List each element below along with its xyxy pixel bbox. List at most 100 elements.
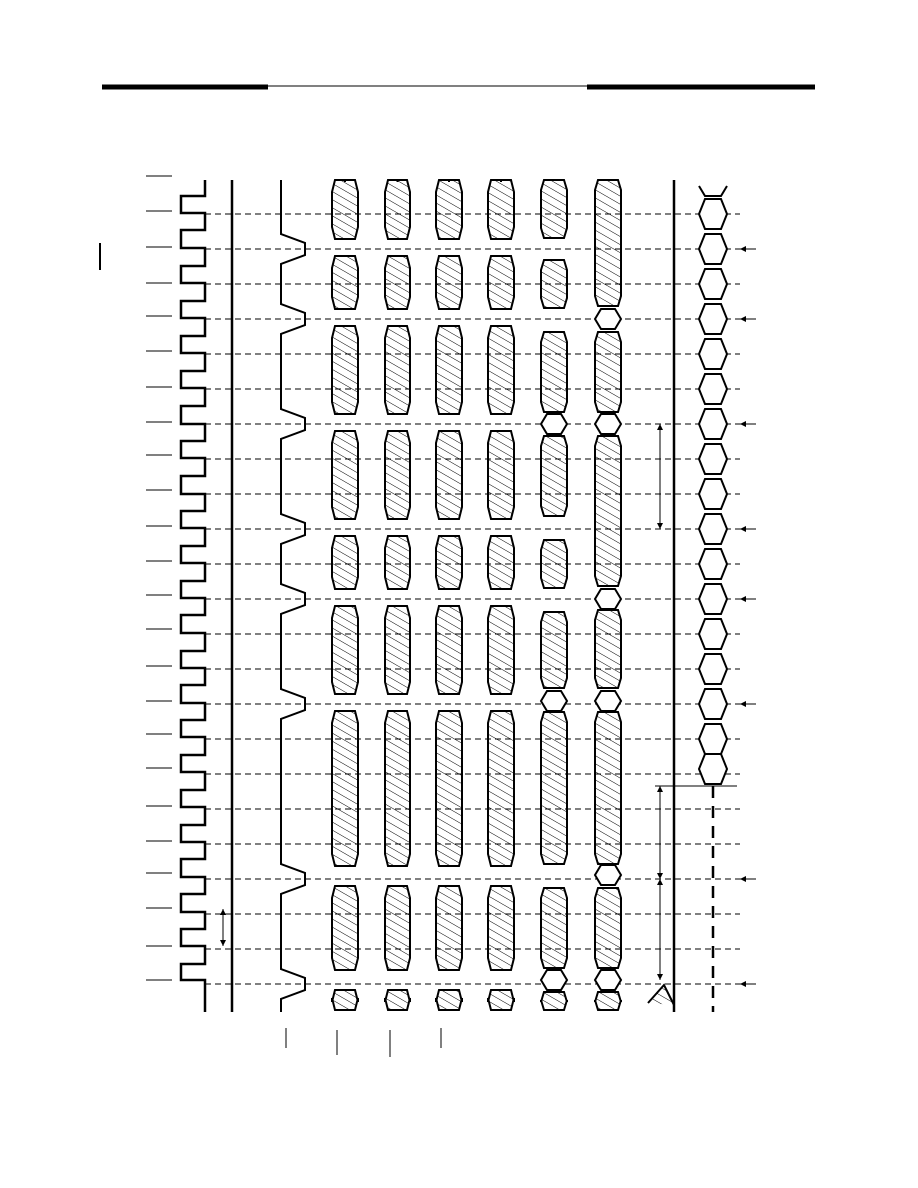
bus-segment [384, 710, 411, 867]
address-word [697, 583, 729, 615]
bus-segment [435, 535, 463, 590]
control-ramp [647, 983, 675, 1006]
bus-segment [384, 430, 411, 520]
address-word [697, 198, 729, 230]
data-waveform-1 [539, 179, 569, 1011]
data-segment [594, 435, 622, 587]
address-word [697, 688, 729, 720]
data-eye [593, 413, 623, 435]
address-word [697, 408, 729, 440]
bus-segment [487, 255, 515, 310]
data-segment [540, 259, 568, 309]
event-arrowhead [740, 596, 746, 602]
bus-segment [384, 605, 411, 695]
data-segment [540, 179, 568, 239]
event-arrowhead [740, 526, 746, 532]
bus-segment [331, 885, 359, 971]
bus-segment [331, 989, 359, 1011]
bus-segment [487, 989, 515, 1011]
address-word [697, 723, 729, 755]
bus-segment [384, 885, 411, 971]
bus-segment [435, 430, 463, 520]
clock-square-wave [179, 180, 207, 1012]
data-eye [593, 690, 623, 712]
bus-segment [384, 325, 411, 415]
data-segment [540, 435, 568, 517]
bus-segment [331, 710, 359, 867]
address-word [697, 268, 729, 300]
address-top [698, 185, 728, 197]
bus-segment [331, 179, 359, 240]
bus-segment [331, 535, 359, 590]
signal-waveforms [230, 179, 729, 1012]
bus-segment [331, 605, 359, 695]
data-eye [539, 413, 569, 435]
address-word [697, 373, 729, 405]
dimension-b-head [657, 873, 663, 879]
data-segment [540, 991, 568, 1011]
annotation-marks [220, 424, 737, 1057]
address-word [697, 303, 729, 335]
bus-segment [384, 179, 411, 240]
address-word [697, 443, 729, 475]
data-segment [594, 991, 622, 1011]
data-segment [540, 331, 568, 413]
dimension-c-head [657, 879, 663, 885]
bus-segment [435, 255, 463, 310]
data-segment [594, 609, 622, 689]
data-eye [593, 864, 623, 886]
bus-segment [384, 989, 411, 1011]
data-eye [539, 969, 569, 991]
clock-waveform [179, 180, 207, 1012]
data-segment [594, 887, 622, 969]
bus-waveform-2 [384, 179, 411, 1011]
bus-segment [331, 430, 359, 520]
address-bus [697, 185, 729, 1012]
strobe-waveform [280, 180, 306, 1012]
dimension-a-head [657, 523, 663, 529]
bus-segment [384, 255, 411, 310]
dimension-a-head [657, 424, 663, 430]
data-segment [594, 331, 622, 413]
header-rule [102, 84, 815, 90]
event-arrowhead [740, 246, 746, 252]
data-segment [540, 611, 568, 689]
bus-segment [435, 325, 463, 415]
event-arrowhead [740, 316, 746, 322]
bus-segment [435, 605, 463, 695]
bus-segment [487, 605, 515, 695]
data-eye [593, 308, 623, 330]
dimension-clock-head [220, 909, 226, 915]
bus-segment [435, 179, 463, 240]
data-segment [540, 887, 568, 969]
dimension-clock-head [220, 940, 226, 946]
bus-segment [435, 989, 463, 1011]
event-arrows [740, 246, 756, 987]
event-arrowhead [740, 421, 746, 427]
dimension-b-head [657, 786, 663, 792]
data-segment [540, 539, 568, 589]
left-time-ticks [99, 175, 172, 981]
bus-segment [487, 325, 515, 415]
data-segment [594, 179, 622, 307]
data-segment [594, 711, 622, 865]
data-segment [540, 711, 568, 865]
data-eye [539, 690, 569, 712]
dashed-time-gridlines [205, 213, 740, 985]
data-eye [593, 969, 623, 991]
bus-waveform-3 [435, 179, 463, 1011]
event-arrowhead [740, 701, 746, 707]
bus-segment [487, 430, 515, 520]
bus-segment [435, 710, 463, 867]
event-arrowhead [740, 981, 746, 987]
address-word [697, 513, 729, 545]
bus-segment [487, 179, 515, 240]
address-word [697, 618, 729, 650]
bus-waveform-1 [331, 179, 359, 1011]
address-word [697, 233, 729, 265]
bus-segment [487, 710, 515, 867]
event-arrowhead [740, 876, 746, 882]
bus-segment [384, 535, 411, 590]
